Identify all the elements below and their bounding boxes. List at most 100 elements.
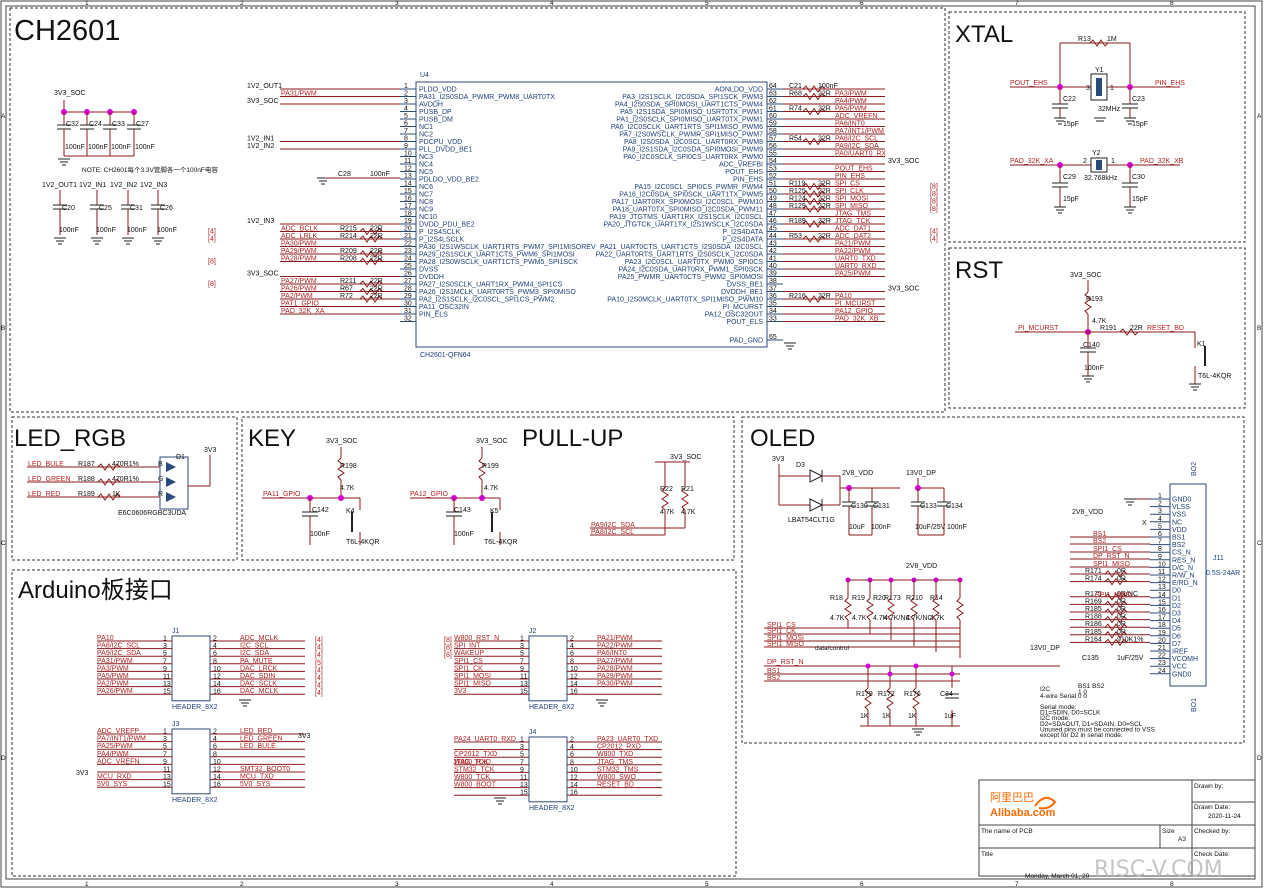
resistor-symbol bbox=[359, 250, 383, 258]
u4-pin-number: 3 bbox=[404, 98, 408, 105]
y2-ref: Y2 bbox=[1092, 150, 1101, 157]
u4-left-res-ref: R67 bbox=[340, 286, 353, 293]
u4-pin-name: AVDDH bbox=[419, 102, 443, 109]
u4-pin-number: 47 bbox=[769, 211, 777, 218]
j11-pin-name: BS1 bbox=[1172, 535, 1185, 542]
u4-right-net: PIN_EHS bbox=[835, 173, 865, 180]
j3-vcc: 3V3 bbox=[298, 733, 311, 740]
grid-number: 2 bbox=[240, 881, 244, 888]
j11-res-ref: R185 bbox=[1085, 629, 1102, 636]
r191-ref: R191 bbox=[1100, 325, 1117, 332]
u4-pin-number: 4 bbox=[404, 106, 408, 113]
header-part: HEADER_8X2 bbox=[529, 805, 575, 812]
led-res-value: 1K bbox=[112, 491, 121, 498]
header-right-net: PA27/PWM bbox=[597, 658, 633, 665]
oled-bot-value: 1K bbox=[860, 713, 869, 720]
j11-res-value: 0R bbox=[1117, 576, 1126, 583]
u4-right-net: 3V3_SOC bbox=[888, 158, 920, 165]
rst-vcc-net: 3V3_SOC bbox=[1070, 272, 1102, 279]
u4-right-net: JTAG_TCK bbox=[835, 218, 871, 225]
u4-pin-number: 48 bbox=[769, 203, 777, 210]
u4-right-net: SPI_MISO bbox=[835, 203, 869, 210]
led-diode-icon bbox=[166, 492, 176, 502]
led-diode-icon bbox=[166, 462, 176, 472]
header-pin-number: 7 bbox=[163, 658, 167, 665]
u4-right-res-value: 22R bbox=[818, 106, 831, 113]
j11-pin-number: 13 bbox=[1158, 584, 1166, 591]
resistor-symbol bbox=[1104, 600, 1128, 609]
r191-value: 22R bbox=[1130, 325, 1143, 332]
header-right-net: LED_BULE bbox=[240, 743, 276, 750]
header-pin-number: 16 bbox=[570, 790, 578, 797]
u4-pin-number: 6 bbox=[404, 121, 408, 128]
u4-pin-number: 64 bbox=[769, 83, 777, 90]
led-res-ref: R189 bbox=[78, 491, 95, 498]
header-pin-number: 7 bbox=[163, 751, 167, 758]
u4-right-res-value: 22R bbox=[818, 218, 831, 225]
c30-value: 15pF bbox=[1132, 196, 1148, 203]
u4-right-net: PA9/I2C_SDA bbox=[835, 143, 879, 150]
header-pin-number: 15 bbox=[163, 689, 171, 696]
u4-right-res-value: 22R bbox=[818, 188, 831, 195]
header-left-net: PA31/PWM bbox=[97, 658, 133, 665]
resistor-symbol bbox=[97, 463, 121, 471]
header-left-net: SPI1_MISO bbox=[454, 681, 492, 688]
resistor-symbol bbox=[802, 190, 826, 198]
y1-ref: Y1 bbox=[1095, 67, 1104, 74]
pullup-scl-net: PA8/I2C_SCL bbox=[591, 529, 634, 536]
oled-serial-note: D2=SDAOUT, D1=SDAIN, D0=SCL bbox=[1040, 721, 1143, 728]
header-right-net: DAC_MCLK bbox=[240, 688, 278, 695]
u4-pin-name: POUT_ELS bbox=[726, 319, 763, 326]
j11-pin-name: D7 bbox=[1172, 641, 1181, 648]
decap-value: 100nF bbox=[59, 227, 79, 234]
u4-right-res-ref: R189 bbox=[789, 218, 806, 225]
u4-pin-name: NC9 bbox=[419, 207, 433, 214]
grid-number: 2 bbox=[240, 0, 244, 7]
c133-value: 10uF/25V bbox=[915, 524, 946, 531]
u4-left-res-value: 22R bbox=[370, 226, 383, 233]
oled-serial-note: Unused pins must be connected to VSS bbox=[1040, 726, 1156, 733]
r193-value: 4.7K bbox=[1092, 318, 1107, 325]
oled-bot-ref: C34 bbox=[940, 691, 953, 698]
u4-pin-name: PA22_UART0RTS_UART1RTS_I2S0SCLK_I2C0SDA bbox=[596, 252, 764, 259]
u4-right-net: PA12_GPIO bbox=[835, 308, 874, 315]
header-right-net: PA21/PWM bbox=[597, 635, 633, 642]
j11-pin-name: D3 bbox=[1172, 611, 1181, 618]
u4-right-net: UART0_TXD bbox=[835, 256, 876, 263]
header-pin-number: 8 bbox=[213, 751, 217, 758]
header-left-net: W800_RXD bbox=[454, 759, 491, 766]
d1-part: E6C0606RGBC3UDA bbox=[118, 510, 186, 517]
c29-ref: C29 bbox=[1063, 174, 1076, 181]
u4-pin-number: 13 bbox=[404, 173, 412, 180]
rst-circuit: 3V3_SOC R193 4.7K R191 22R PI_MCURST RES… bbox=[1015, 272, 1231, 391]
u4-right-net: PA0/UART0_RX bbox=[835, 151, 886, 158]
header-pin-number: 9 bbox=[163, 666, 167, 673]
header-right-net: I2C_SCL bbox=[240, 643, 269, 650]
checked-by-label: Checked by: bbox=[1194, 828, 1230, 835]
j11-pin-number: 10 bbox=[1158, 561, 1166, 568]
oled-spi-net: SPI1_MISO bbox=[767, 641, 805, 648]
j11-pin-name: D5 bbox=[1172, 626, 1181, 633]
c134-ref: C134 bbox=[946, 503, 963, 510]
u4-pin-number: 18 bbox=[404, 211, 412, 218]
u4-part: CH2601-QFN64 bbox=[420, 352, 471, 359]
u4-pin-number: 57 bbox=[769, 136, 777, 143]
u4-pin-name: PLL_DVDD_BE1 bbox=[419, 147, 472, 154]
svg-text:3: 3 bbox=[1086, 85, 1090, 92]
header-pin-number: 16 bbox=[570, 689, 578, 696]
header-right-net: W800_TXD bbox=[597, 751, 633, 758]
u4-pin-number: 5 bbox=[404, 113, 408, 120]
u4-pin-number: 23 bbox=[404, 248, 412, 255]
header-right-net: DAC_SDIN bbox=[240, 673, 275, 680]
u4-right-sheet-ref: [8] bbox=[930, 191, 938, 198]
header-left-net: ADC_VREFP bbox=[97, 728, 139, 735]
header-pin-number: 1 bbox=[163, 636, 167, 643]
u4-pin-name: DVDD_PDU_BE2 bbox=[419, 222, 475, 229]
key-net: 3V3_SOC bbox=[326, 438, 358, 445]
logo-cn: 阿里巴巴 bbox=[990, 791, 1034, 804]
oled-note: 1 0 bbox=[1078, 689, 1087, 696]
u4-pin-name: AONLDO_VDD bbox=[715, 87, 763, 94]
j11-res-ref: R174 bbox=[1085, 576, 1102, 583]
